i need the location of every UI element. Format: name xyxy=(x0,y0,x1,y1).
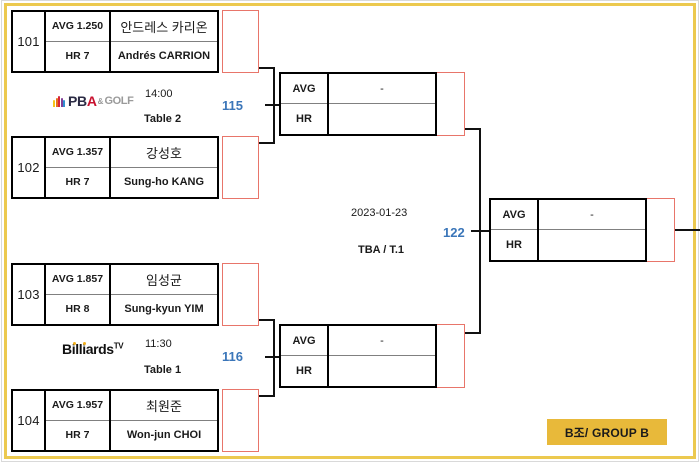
connector-line xyxy=(265,356,281,358)
connector-line-final-out xyxy=(675,229,700,231)
score-box-101[interactable] xyxy=(222,10,259,73)
player-entry-102[interactable]: 102 AVG 1.357 HR 7 강성호 Sung-ho KANG xyxy=(11,136,219,199)
player-avg: AVG 1.357 xyxy=(46,138,109,168)
score-box-102[interactable] xyxy=(222,136,259,199)
pba-logo-text: PBA xyxy=(68,93,97,109)
seed-number: 104 xyxy=(11,389,44,452)
result-hr-label: HR xyxy=(296,113,312,125)
result-hr-label: HR xyxy=(506,239,522,251)
pba-logo-golf: GOLF xyxy=(104,95,134,107)
result-labels: AVG HR xyxy=(279,324,327,388)
connector-line xyxy=(259,67,275,69)
result-hr-value xyxy=(329,104,435,134)
player-names: 강성호 Sung-ho KANG xyxy=(109,136,219,199)
player-name-kr: 강성호 xyxy=(111,138,217,168)
billiards-tv-logo-sup: TV xyxy=(113,341,124,351)
match-date-122: 2023-01-23 xyxy=(351,207,408,219)
result-avg-value: - xyxy=(539,200,645,230)
player-avg: AVG 1.857 xyxy=(46,265,109,295)
result-hr-label: HR xyxy=(296,365,312,377)
player-stats: AVG 1.957 HR 7 xyxy=(44,389,109,452)
player-hr: HR 7 xyxy=(65,50,90,63)
player-hr: HR 7 xyxy=(65,429,90,442)
connector-line xyxy=(259,142,275,144)
peacock-icon xyxy=(53,95,66,107)
pba-golf-logo: PBA & GOLF xyxy=(53,93,134,109)
player-avg: AVG 1.250 xyxy=(46,12,109,42)
match-table-116: Table 1 xyxy=(144,364,182,376)
connector-line xyxy=(265,104,281,106)
connector-line xyxy=(259,319,275,321)
match-table-122: TBA / T.1 xyxy=(358,244,405,256)
pba-logo-a: A xyxy=(86,93,97,109)
player-names: 안드레스 카리온 Andrés CARRION xyxy=(109,10,219,73)
result-avg-label: AVG xyxy=(281,326,327,356)
seed-number: 102 xyxy=(11,136,44,199)
result-hr-value xyxy=(329,356,435,386)
result-avg-label: AVG xyxy=(491,200,537,230)
player-avg: AVG 1.957 xyxy=(46,391,109,421)
player-name-en: Sung-ho KANG xyxy=(123,176,205,189)
player-stats: AVG 1.250 HR 7 xyxy=(44,10,109,73)
player-entry-103[interactable]: 103 AVG 1.857 HR 8 임성균 Sung-kyun YIM xyxy=(11,263,219,326)
player-hr: HR 8 xyxy=(65,303,90,316)
result-values: - xyxy=(327,72,437,136)
player-name-kr: 최원준 xyxy=(111,391,217,421)
player-name-kr: 안드레스 카리온 xyxy=(111,12,217,42)
result-labels: AVG HR xyxy=(279,72,327,136)
player-entry-101[interactable]: 101 AVG 1.250 HR 7 안드레스 카리온 Andrés CARRI… xyxy=(11,10,219,73)
result-box-semifinal-bottom[interactable]: AVG HR - xyxy=(279,324,437,388)
player-name-en: Won-jun CHOI xyxy=(126,429,202,442)
match-time-116: 11:30 xyxy=(145,338,172,350)
match-time-115: 14:00 xyxy=(145,88,173,100)
player-stats: AVG 1.357 HR 7 xyxy=(44,136,109,199)
match-number-122: 122 xyxy=(443,225,465,240)
result-hr-value xyxy=(539,230,645,260)
connector-line xyxy=(465,128,481,130)
player-hr: HR 7 xyxy=(65,176,90,189)
connector-line xyxy=(471,230,491,232)
seed-number: 101 xyxy=(11,10,44,73)
result-box-final[interactable]: AVG HR - xyxy=(489,198,647,262)
player-names: 최원준 Won-jun CHOI xyxy=(109,389,219,452)
score-box-103[interactable] xyxy=(222,263,259,326)
connector-line xyxy=(465,332,481,334)
result-labels: AVG HR xyxy=(489,198,537,262)
match-table-115: Table 2 xyxy=(144,113,182,125)
player-name-en: Andrés CARRION xyxy=(117,50,211,63)
seed-number: 103 xyxy=(11,263,44,326)
match-number-116: 116 xyxy=(222,349,243,364)
match-number-115: 115 xyxy=(222,98,243,113)
result-values: - xyxy=(537,198,647,262)
connector-line xyxy=(273,319,275,397)
player-name-en: Sung-kyun YIM xyxy=(124,303,204,316)
result-avg-label: AVG xyxy=(281,74,327,104)
group-badge: B조/ GROUP B xyxy=(547,419,667,445)
connector-line xyxy=(259,395,275,397)
result-avg-value: - xyxy=(329,74,435,104)
player-names: 임성균 Sung-kyun YIM xyxy=(109,263,219,326)
score-box-104[interactable] xyxy=(222,389,259,452)
pba-logo-amp: & xyxy=(97,96,104,106)
player-entry-104[interactable]: 104 AVG 1.957 HR 7 최원준 Won-jun CHOI xyxy=(11,389,219,452)
result-avg-value: - xyxy=(329,326,435,356)
result-box-semifinal-top[interactable]: AVG HR - xyxy=(279,72,437,136)
player-stats: AVG 1.857 HR 8 xyxy=(44,263,109,326)
result-values: - xyxy=(327,324,437,388)
player-name-kr: 임성균 xyxy=(111,265,217,295)
